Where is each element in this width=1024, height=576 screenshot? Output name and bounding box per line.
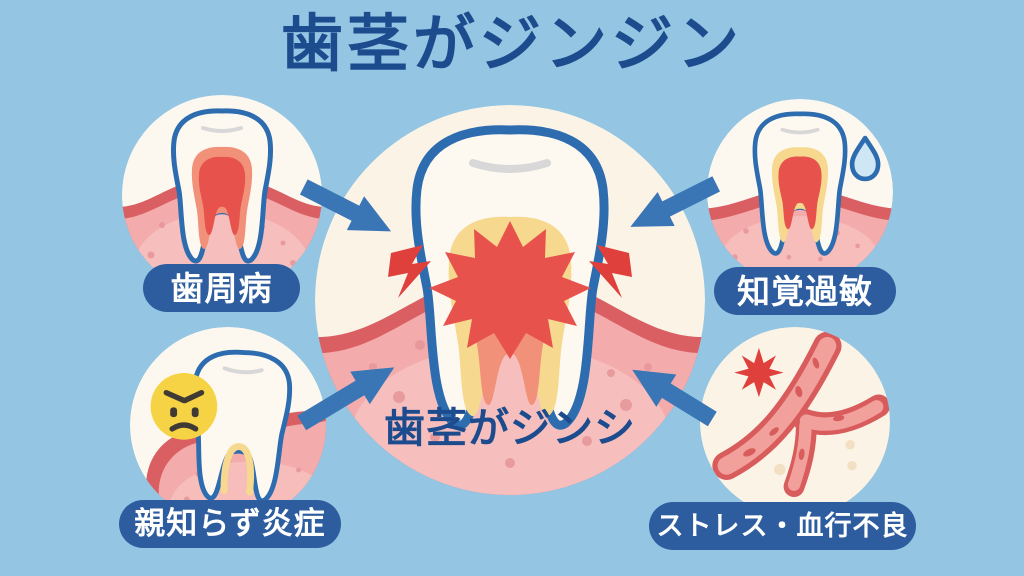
cause-circle-stress-circulation bbox=[700, 327, 890, 517]
arrow-sensitivity-to-center bbox=[630, 176, 721, 227]
cause-circle-wisdom-tooth bbox=[130, 327, 326, 523]
pain-starburst-icon bbox=[734, 347, 784, 398]
inflamed-pulp-starburst bbox=[429, 221, 591, 359]
center-label: 歯茎がジンシ bbox=[384, 404, 636, 452]
page-title: 歯茎がジンジン bbox=[280, 7, 743, 80]
arrow-periodontal-to-center bbox=[299, 179, 392, 232]
water-drop-icon bbox=[849, 135, 881, 182]
center-tooth-icon bbox=[411, 125, 609, 430]
arrow-wisdom-tooth-to-center bbox=[297, 367, 395, 431]
label-stress-circulation: ストレス・血行不良 bbox=[649, 502, 916, 550]
pain-flash-left-icon bbox=[388, 245, 431, 298]
pain-flash-right-icon bbox=[589, 245, 632, 298]
beige-dots bbox=[774, 440, 857, 476]
center-illustration bbox=[315, 105, 705, 495]
label-wisdom-tooth: 親知らず炎症 bbox=[119, 500, 341, 548]
tooth-wisdom-icon bbox=[189, 350, 292, 502]
vessel-spots bbox=[743, 357, 845, 460]
cause-circle-periodontal bbox=[122, 95, 322, 295]
label-periodontal: 歯周病 bbox=[143, 264, 300, 312]
angry-face-icon bbox=[150, 373, 218, 440]
blood-vessel-icon bbox=[712, 331, 890, 498]
cause-circle-sensitivity bbox=[707, 99, 893, 285]
label-sensitivity: 知覚過敏 bbox=[714, 267, 896, 315]
arrow-stress-to-center bbox=[632, 369, 717, 427]
